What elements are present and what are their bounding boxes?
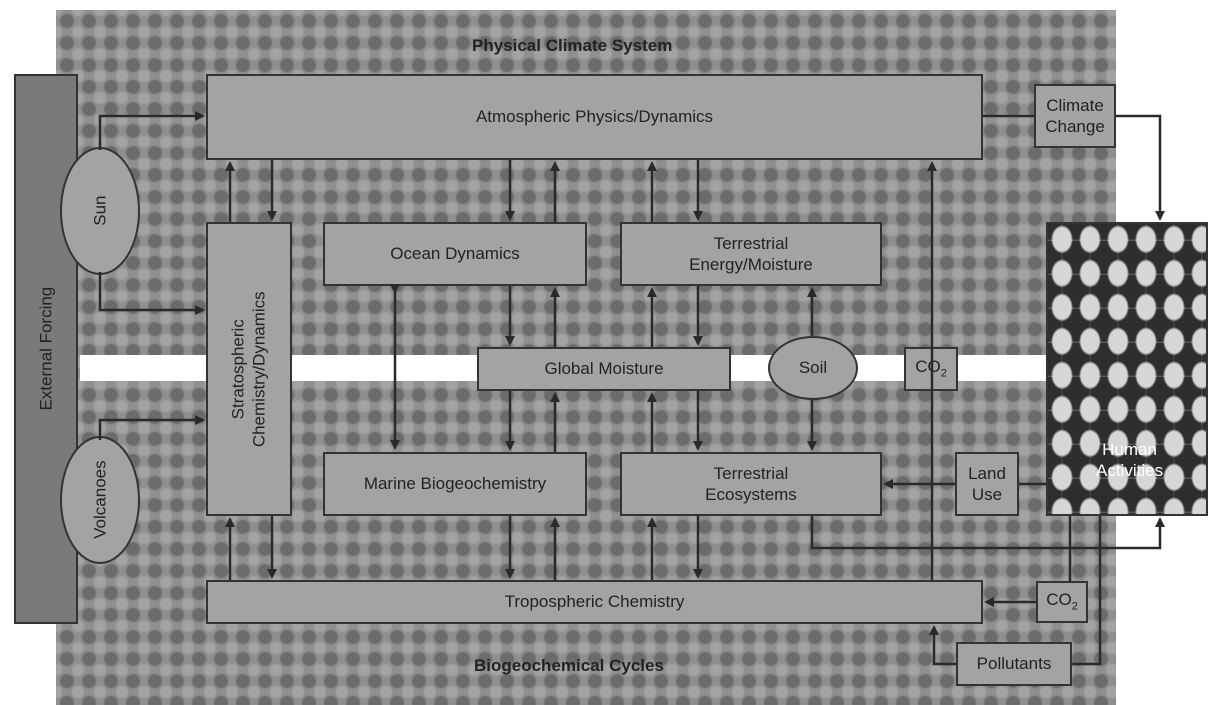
stratospheric-chemistry-box: Stratospheric Chemistry/Dynamics <box>206 222 292 516</box>
eco-to-human-arrow <box>810 516 1165 550</box>
sun-to-atmosphere-arrow <box>98 111 205 150</box>
marine-biogeochemistry-label: Marine Biogeochemistry <box>363 474 547 494</box>
climate-change-line2: Change <box>1045 117 1105 136</box>
land-use-label: Land Use <box>968 463 1006 506</box>
pollutants-to-trop-arrow <box>929 625 956 666</box>
terrestrial-energy-line2: Energy/Moisture <box>689 255 813 274</box>
climate-change-line1: Climate <box>1046 95 1104 115</box>
ocean-dynamics-box: Ocean Dynamics <box>323 222 587 286</box>
soil-label: Soil <box>798 358 828 377</box>
global-moisture-box: Global Moisture <box>477 347 731 391</box>
climate-change-box: Climate Change <box>1034 84 1116 148</box>
human-activities-photo: Human Activities <box>1046 222 1208 516</box>
co2-right-label: CO2 <box>1046 590 1078 613</box>
human-activities-label: Human Activities <box>1096 439 1163 482</box>
climate-to-human-arrow <box>1116 114 1165 221</box>
terrestrial-ecosystems-box: Terrestrial Ecosystems <box>620 452 882 516</box>
tropospheric-chemistry-label: Tropospheric Chemistry <box>504 592 685 612</box>
terrestrial-energy-label: Terrestrial Energy/Moisture <box>689 233 813 276</box>
pollutants-label: Pollutants <box>976 654 1052 674</box>
biogeochemical-cycles-heading: Biogeochemical Cycles <box>474 656 664 675</box>
land-use-line2: Use <box>971 485 1003 504</box>
volcanoes-node: Volcanoes <box>60 436 140 564</box>
terrestrial-energy-line1: Terrestrial <box>713 233 789 253</box>
human-line1: Human <box>1102 440 1157 459</box>
terrestrial-energy-box: Terrestrial Energy/Moisture <box>620 222 882 286</box>
atmospheric-physics-box: Atmospheric Physics/Dynamics <box>206 74 983 160</box>
sun-node: Sun <box>60 147 140 275</box>
terrestrial-ecosystems-label: Terrestrial Ecosystems <box>705 463 797 506</box>
physical-climate-system-heading: Physical Climate System <box>472 36 673 55</box>
ocean-dynamics-label: Ocean Dynamics <box>390 244 520 264</box>
terrestrial-eco-line2: Ecosystems <box>705 485 797 504</box>
soil-node: Soil <box>768 336 858 400</box>
terrestrial-eco-line1: Terrestrial <box>713 463 789 483</box>
global-moisture-label: Global Moisture <box>544 359 664 379</box>
atmospheric-physics-label: Atmospheric Physics/Dynamics <box>475 107 714 127</box>
land-use-box: Land Use <box>955 452 1019 516</box>
climate-change-label: Climate Change <box>1045 95 1105 138</box>
tropospheric-chemistry-box: Tropospheric Chemistry <box>206 580 983 624</box>
human-to-pollutants-line <box>1072 516 1102 666</box>
human-line2: Activities <box>1096 461 1164 481</box>
co2-box-right: CO2 <box>1036 581 1088 623</box>
volcanoes-to-stratosphere-arrow <box>98 415 205 440</box>
pollutants-box: Pollutants <box>956 642 1072 686</box>
land-use-line1: Land <box>968 463 1006 483</box>
marine-biogeochemistry-box: Marine Biogeochemistry <box>323 452 587 516</box>
sun-to-stratosphere-arrow <box>98 272 205 315</box>
co2-center-label: CO2 <box>915 357 947 380</box>
